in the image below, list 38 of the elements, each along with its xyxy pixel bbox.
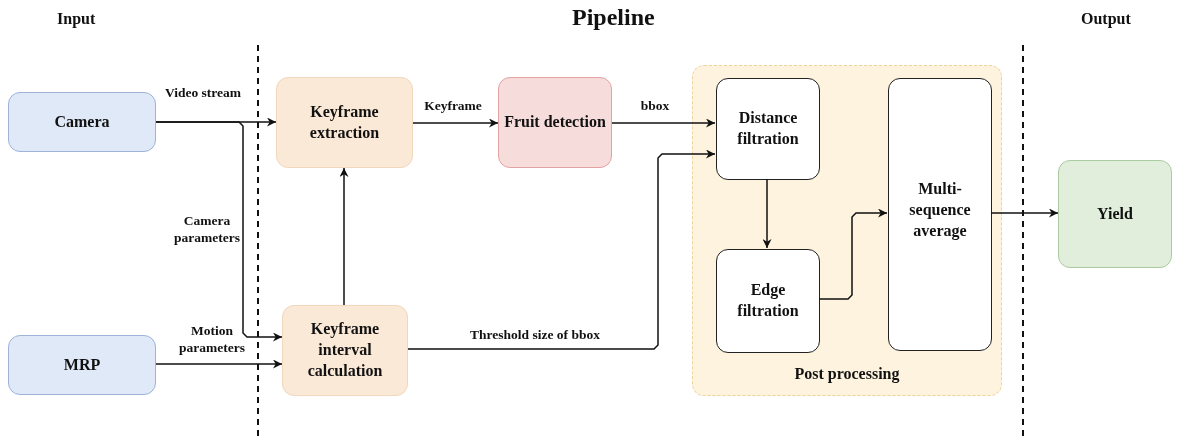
process-box xyxy=(1058,160,1172,268)
edge-label: bbox xyxy=(640,97,670,115)
box-label: MRP xyxy=(62,354,102,375)
arrow xyxy=(155,359,283,369)
process-box xyxy=(282,305,408,396)
group-panel xyxy=(692,65,1002,396)
box-label: Keyframe interval calculation xyxy=(306,319,384,381)
box-label: Yield xyxy=(1096,203,1134,224)
box-label: Fruit detection xyxy=(503,112,607,133)
arrow xyxy=(155,121,283,342)
box-label: Keyframe extraction xyxy=(308,101,381,143)
process-box xyxy=(498,77,612,168)
edge-label: Camera parameters xyxy=(173,213,241,247)
box-label: Multi-sequence average xyxy=(908,179,972,242)
arrow xyxy=(412,118,499,128)
column-heading: Output xyxy=(1081,10,1131,28)
process-box xyxy=(716,78,820,180)
arrow xyxy=(611,118,716,128)
process-box xyxy=(8,335,156,395)
edge-label: Motion parameters xyxy=(178,323,246,357)
arrow xyxy=(818,208,888,300)
process-box xyxy=(276,77,413,168)
box-label: Post processing xyxy=(793,364,901,385)
column-heading: Input xyxy=(57,10,96,28)
process-box xyxy=(716,249,820,353)
arrow xyxy=(407,149,716,350)
arrow xyxy=(762,178,772,249)
box-label: Distance filtration xyxy=(736,108,800,149)
process-box xyxy=(888,78,992,351)
edge-label: Keyframe xyxy=(424,97,482,115)
edge-label: Video stream xyxy=(164,84,242,102)
process-box xyxy=(8,92,156,152)
diagram-title: Pipeline xyxy=(572,4,655,31)
box-label: Edge filtration xyxy=(736,280,800,321)
edge-label: Threshold size of bbox xyxy=(470,326,600,344)
box-label: Camera xyxy=(53,111,111,132)
arrow xyxy=(990,208,1059,218)
arrow xyxy=(339,167,349,306)
